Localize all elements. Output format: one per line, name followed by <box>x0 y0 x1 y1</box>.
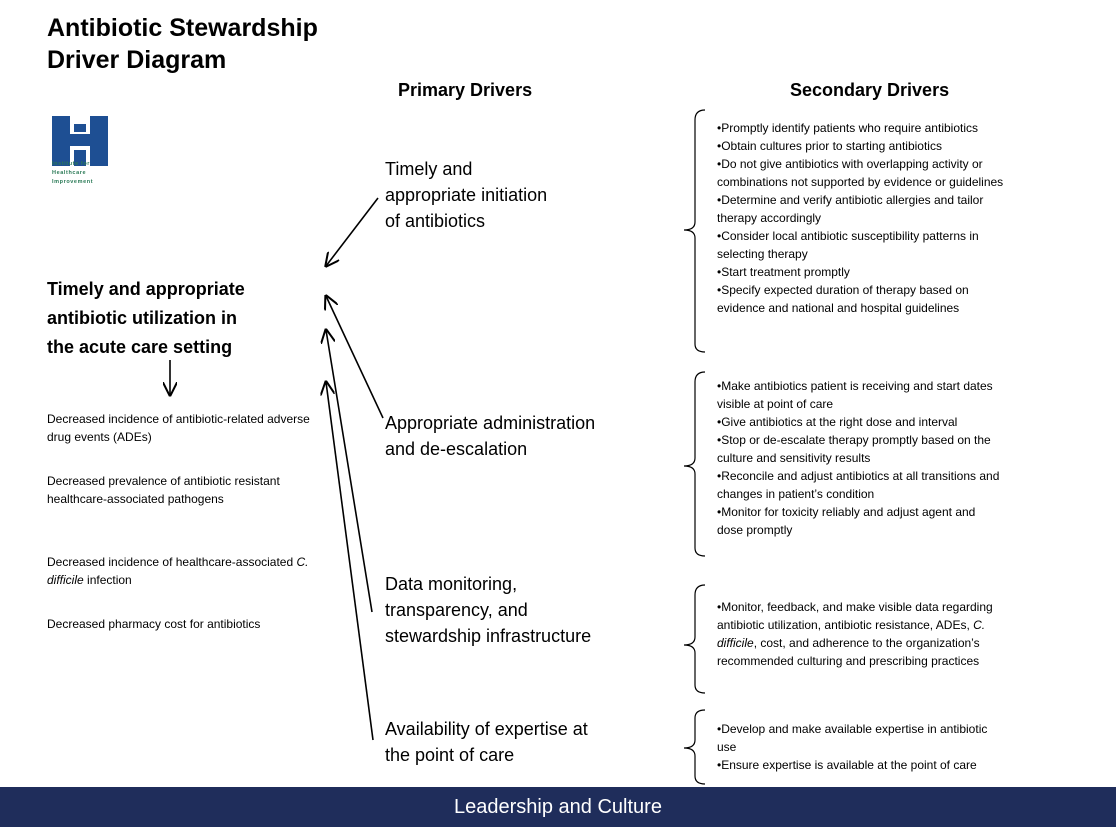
secondary-driver-line: •Give antibiotics at the right dose and … <box>717 415 958 429</box>
primary-driver-line: Data monitoring, <box>385 574 518 594</box>
arrow-administration-to-aim <box>326 296 384 419</box>
secondary-driver-line: difficile, cost, and adherence to the or… <box>717 634 1116 652</box>
brace-data-monitoring <box>683 584 706 694</box>
aim-line: Timely and appropriate <box>47 279 245 299</box>
aim-line: antibiotic utilization in <box>47 308 237 328</box>
secondary-drivers-expertise: •Develop and make available expertise in… <box>717 720 1116 774</box>
leadership-culture-label: Leadership and Culture <box>454 795 662 818</box>
logo-text-line: Institute for <box>52 161 91 167</box>
primary-driver-data-monitoring: Data monitoring, transparency, and stewa… <box>385 571 591 649</box>
secondary-driver-text: , cost, and adherence to the organizatio… <box>753 636 980 650</box>
ihi-logo-icon <box>52 116 108 166</box>
secondary-drivers-data-monitoring: •Monitor, feedback, and make visible dat… <box>717 598 1116 670</box>
diagram-title: Antibiotic Stewardship Driver Diagram <box>47 12 318 76</box>
secondary-driver-line: •Monitor, feedback, and make visible dat… <box>717 600 993 614</box>
primary-driver-initiation: Timely and appropriate initiation of ant… <box>385 156 547 234</box>
logo-wordmark: Institute for Healthcare Improvement <box>52 160 93 187</box>
arrow-initiation-to-aim <box>326 197 379 266</box>
secondary-drivers-initiation: •Promptly identify patients who require … <box>717 119 1116 317</box>
secondary-driver-line: •Consider local antibiotic susceptibilit… <box>717 229 979 243</box>
brace-initiation <box>683 109 706 353</box>
secondary-driver-line: •Specify expected duration of therapy ba… <box>717 283 969 297</box>
title-line-2: Driver Diagram <box>47 46 227 74</box>
secondary-driver-line: •Determine and verify antibiotic allergi… <box>717 193 984 207</box>
primary-driver-line: appropriate initiation <box>385 185 548 205</box>
outcome-c-difficile: Decreased incidence of healthcare-associ… <box>47 553 317 589</box>
secondary-driver-text: antibiotic utilization, antibiotic resis… <box>717 618 974 632</box>
secondary-driver-line: •Monitor for toxicity reliably and adjus… <box>717 505 976 519</box>
secondary-driver-line: •Obtain cultures prior to starting antib… <box>717 139 942 153</box>
outcome-text: infection <box>83 573 132 587</box>
secondary-driver-line: •Make antibiotics patient is receiving a… <box>717 379 993 393</box>
arrow-expertise-to-aim <box>326 382 374 741</box>
secondary-driver-line: culture and sensitivity results <box>717 451 871 465</box>
secondary-driver-line: evidence and national and hospital guide… <box>717 301 960 315</box>
arrow-data-monitoring-to-aim <box>326 330 373 613</box>
brace-expertise <box>683 709 706 785</box>
secondary-driver-text-italic: difficile <box>717 636 754 650</box>
primary-driver-expertise: Availability of expertise at the point o… <box>385 716 588 768</box>
primary-driver-administration: Appropriate administration and de-escala… <box>385 410 595 462</box>
primary-driver-line: Availability of expertise at <box>385 719 588 739</box>
secondary-driver-line: •Develop and make available expertise in… <box>717 722 988 736</box>
secondary-drivers-header: Secondary Drivers <box>790 80 950 100</box>
primary-driver-line: Appropriate administration <box>385 413 596 433</box>
secondary-driver-line: •Do not give antibiotics with overlappin… <box>717 157 983 171</box>
primary-driver-line: stewardship infrastructure <box>385 626 592 646</box>
logo-text-line: Improvement <box>52 179 94 185</box>
logo-text-line: Healthcare <box>52 170 87 176</box>
secondary-driver-line: •Ensure expertise is available at the po… <box>717 758 977 772</box>
secondary-drivers-administration: •Make antibiotics patient is receiving a… <box>717 377 1116 539</box>
aim-line: the acute care setting <box>47 337 233 357</box>
outcome-resistant-pathogens: Decreased prevalence of antibiotic resis… <box>47 474 280 506</box>
secondary-driver-line: selecting therapy <box>717 247 808 261</box>
secondary-driver-line: •Reconcile and adjust antibiotics at all… <box>717 469 1000 483</box>
aim-statement: Timely and appropriate antibiotic utiliz… <box>47 275 245 362</box>
secondary-driver-line: •Promptly identify patients who require … <box>717 121 978 135</box>
secondary-driver-line: use <box>717 740 737 754</box>
outcome-text-italic: C. difficile <box>47 555 309 587</box>
secondary-driver-line: dose promptly <box>717 523 793 537</box>
secondary-driver-line: antibiotic utilization, antibiotic resis… <box>717 616 1116 634</box>
primary-driver-line: of antibiotics <box>385 211 486 231</box>
secondary-driver-line: •Stop or de-escalate therapy promptly ba… <box>717 433 991 447</box>
primary-driver-line: and de-escalation <box>385 439 528 459</box>
primary-driver-line: the point of care <box>385 745 515 765</box>
primary-driver-line: transparency, and <box>385 600 528 620</box>
secondary-driver-line: therapy accordingly <box>717 211 822 225</box>
brace-administration <box>683 371 706 557</box>
outcome-pharmacy-cost: Decreased pharmacy cost for antibiotics <box>47 617 261 631</box>
leadership-culture-bar: Leadership and Culture <box>0 787 1116 827</box>
secondary-driver-line: recommended culturing and prescribing pr… <box>717 654 980 668</box>
title-line-1: Antibiotic Stewardship <box>47 14 318 42</box>
secondary-driver-line: visible at point of care <box>717 397 834 411</box>
outcome-ades: Decreased incidence of antibiotic-relate… <box>47 412 310 444</box>
secondary-driver-line: •Start treatment promptly <box>717 265 850 279</box>
secondary-driver-line: combinations not supported by evidence o… <box>717 175 1004 189</box>
secondary-driver-text-italic: C. <box>973 618 986 632</box>
primary-driver-line: Timely and <box>385 159 473 179</box>
outcome-text: Decreased incidence of healthcare-associ… <box>47 555 297 569</box>
secondary-driver-line: changes in patient’s condition <box>717 487 875 501</box>
primary-drivers-header: Primary Drivers <box>398 80 533 100</box>
